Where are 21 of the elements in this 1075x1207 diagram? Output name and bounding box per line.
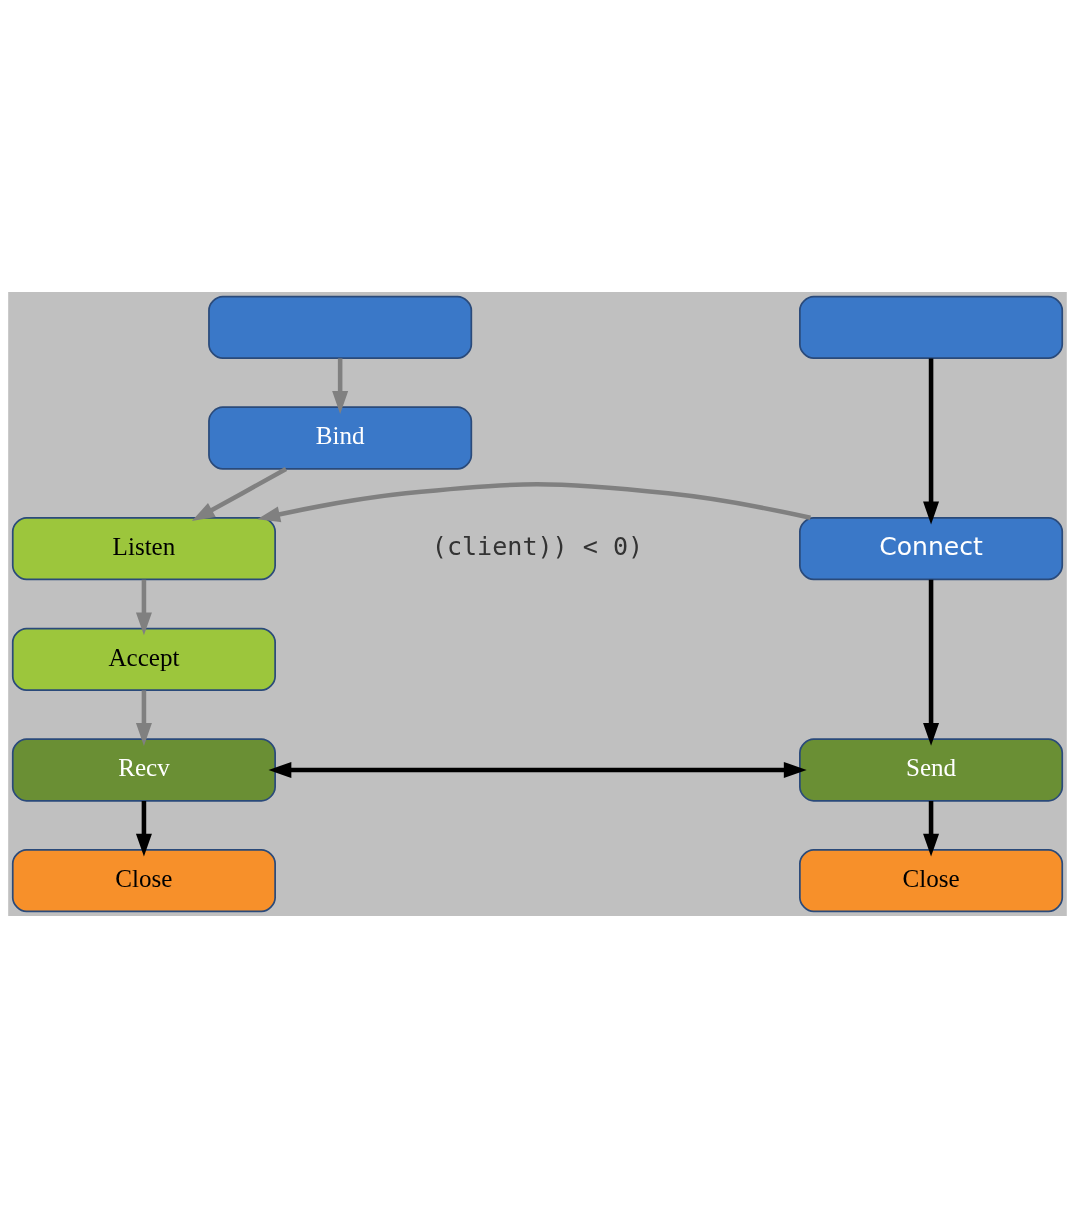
- node-box: Close: [11, 848, 276, 912]
- arrow: [923, 579, 940, 746]
- node-box: [799, 295, 1064, 359]
- node-box: Close: [799, 848, 1064, 912]
- node-box: Recv: [11, 737, 276, 802]
- node-box: [208, 295, 473, 359]
- arrow: [923, 800, 940, 857]
- arrow: [135, 800, 152, 857]
- arrow: [135, 689, 152, 746]
- node-box: Send: [799, 737, 1064, 802]
- label: (client)) < 0): [431, 531, 644, 561]
- arrow: [923, 358, 940, 524]
- arrow: [268, 761, 807, 778]
- node-box: Listen: [11, 516, 276, 580]
- node-box: Connect: [799, 516, 1064, 580]
- arrow: [135, 579, 152, 635]
- arrow: [191, 466, 288, 521]
- arrow: [257, 481, 811, 522]
- node-box: Bind: [208, 405, 473, 470]
- arrow: [332, 357, 349, 414]
- node-box: Accept: [11, 627, 276, 691]
